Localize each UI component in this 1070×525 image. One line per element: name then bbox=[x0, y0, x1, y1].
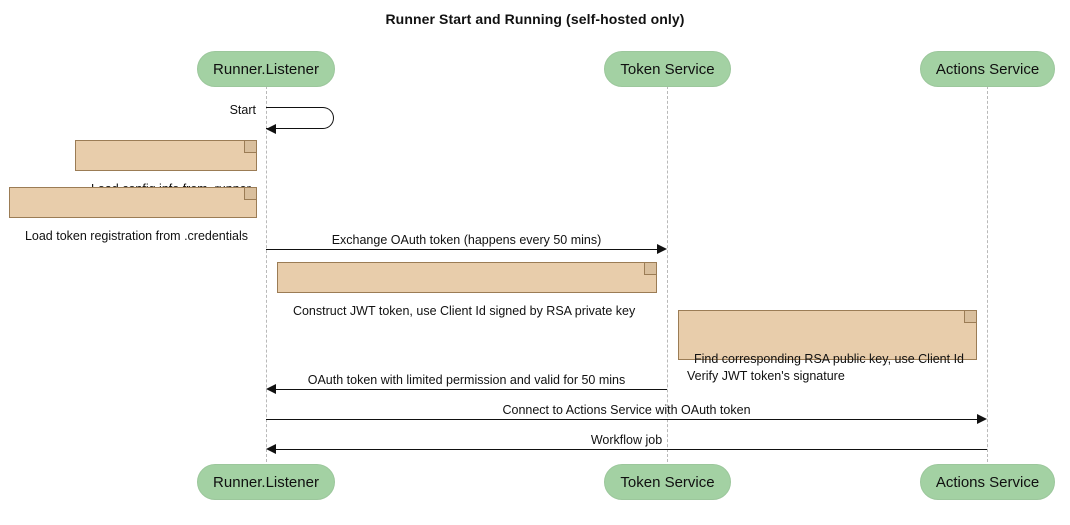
participant-label: Actions Service bbox=[935, 60, 1040, 78]
participant-label: Token Service bbox=[620, 60, 715, 78]
note-fold-icon bbox=[644, 263, 656, 275]
message-line-exchange-oauth-token bbox=[266, 249, 658, 250]
note-text: Find corresponding RSA public key, use C… bbox=[687, 352, 965, 383]
note-fold-icon bbox=[964, 311, 976, 323]
note-load-token-registration: Load token registration from .credential… bbox=[9, 187, 257, 243]
message-line-oauth-token-returned bbox=[275, 389, 667, 390]
note-load-config: Load config info from .runner bbox=[75, 140, 257, 196]
message-label-oauth-token-returned: OAuth token with limited permission and … bbox=[307, 373, 626, 387]
lifeline-token bbox=[667, 86, 668, 462]
message-label-connect-actions-service: Connect to Actions Service with OAuth to… bbox=[502, 403, 751, 417]
note-construct-jwt-token: Construct JWT token, use Client Id signe… bbox=[277, 262, 657, 318]
arrowhead-start bbox=[266, 124, 276, 134]
participant-actions-bottom[interactable]: Actions Service bbox=[920, 464, 1055, 500]
lifeline-runner bbox=[266, 86, 267, 462]
note-fold-icon bbox=[244, 188, 256, 200]
participant-actions-top[interactable]: Actions Service bbox=[920, 51, 1055, 87]
arrowhead-connect-actions-service bbox=[977, 414, 987, 424]
arrowhead-oauth-token-returned bbox=[266, 384, 276, 394]
participant-runner-top[interactable]: Runner.Listener bbox=[197, 51, 335, 87]
arrowhead-exchange-oauth-token bbox=[657, 244, 667, 254]
participant-token-bottom[interactable]: Token Service bbox=[604, 464, 731, 500]
message-line-workflow-job bbox=[275, 449, 987, 450]
arrowhead-workflow-job bbox=[266, 444, 276, 454]
message-label-workflow-job: Workflow job bbox=[590, 433, 663, 447]
note-verify-jwt-signature: Find corresponding RSA public key, use C… bbox=[678, 310, 977, 383]
message-line-connect-actions-service bbox=[266, 419, 978, 420]
message-label-exchange-oauth-token: Exchange OAuth token (happens every 50 m… bbox=[331, 233, 602, 247]
participant-token-top[interactable]: Token Service bbox=[604, 51, 731, 87]
participant-label: Runner.Listener bbox=[213, 473, 319, 491]
participant-label: Runner.Listener bbox=[213, 60, 319, 78]
lifeline-actions bbox=[987, 86, 988, 462]
message-self-start bbox=[266, 107, 334, 129]
note-text: Load token registration from .credential… bbox=[24, 229, 248, 243]
note-text: Construct JWT token, use Client Id signe… bbox=[292, 304, 636, 318]
page-title: Runner Start and Running (self-hosted on… bbox=[385, 11, 685, 27]
participant-label: Token Service bbox=[620, 473, 715, 491]
participant-label: Actions Service bbox=[935, 473, 1040, 491]
participant-runner-bottom[interactable]: Runner.Listener bbox=[197, 464, 335, 500]
note-fold-icon bbox=[244, 141, 256, 153]
message-label-start: Start bbox=[229, 103, 256, 117]
